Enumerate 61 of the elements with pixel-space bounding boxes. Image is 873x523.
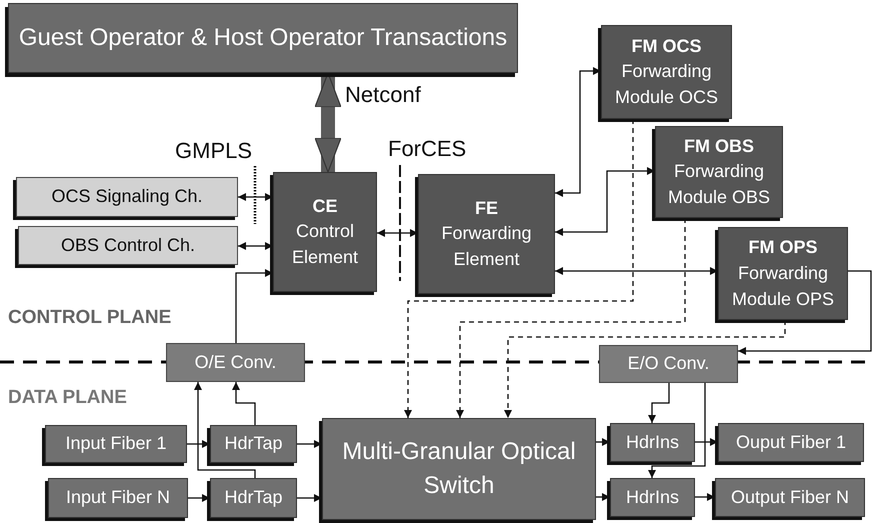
arrow xyxy=(232,382,256,425)
node-text: Input Fiber 1 xyxy=(65,432,167,456)
node-text: Multi-Granular Optical Switch xyxy=(341,437,577,501)
module-box xyxy=(718,227,848,320)
node-text: E/O Conv. xyxy=(628,352,710,376)
node-text: Guest Operator & Host Operator Transactions xyxy=(18,23,508,54)
channel-box xyxy=(18,226,238,265)
header-insert-box xyxy=(610,423,695,462)
node-text: HdrIns xyxy=(626,430,679,454)
fiber-box xyxy=(715,478,865,517)
element-box xyxy=(273,172,377,292)
arrow xyxy=(238,193,273,201)
node-heading: FE xyxy=(474,196,498,220)
switch-box xyxy=(322,418,596,520)
arrow xyxy=(555,167,655,236)
header-insert-box xyxy=(610,478,695,517)
node-text: Ouput Fiber 1 xyxy=(736,430,846,454)
node-text: HdrTap xyxy=(224,432,283,456)
node-text: HdrTap xyxy=(224,486,283,510)
fiber-box xyxy=(45,425,187,463)
interface-label: GMPLS xyxy=(175,140,252,162)
arrow xyxy=(235,269,273,343)
arrow xyxy=(456,218,686,418)
arrow xyxy=(555,267,718,275)
node-heading: FM OBS xyxy=(684,134,754,158)
arrow xyxy=(648,383,706,478)
node-text: HdrIns xyxy=(626,486,679,509)
node-text: Forwarding Module OCS xyxy=(614,60,720,110)
header-tap-box xyxy=(210,425,297,463)
node-text: Output Fiber N xyxy=(730,486,850,509)
node-text: Forwarding Module OPS xyxy=(730,262,836,311)
node-heading: CE xyxy=(312,194,338,218)
module-box xyxy=(601,25,732,119)
node-text: O/E Conv. xyxy=(194,350,276,374)
node-heading: FM OPS xyxy=(748,236,818,260)
fiber-box xyxy=(718,423,864,462)
interface-label: ForCES xyxy=(388,138,466,160)
module-box xyxy=(655,126,783,218)
node-text: OBS Control Ch. xyxy=(60,234,196,257)
node-text: Control Element xyxy=(290,220,360,270)
plane-label: CONTROL PLANE xyxy=(8,308,172,327)
arrow xyxy=(377,229,418,237)
converter-box xyxy=(166,343,305,382)
channel-box xyxy=(16,177,238,217)
arrow xyxy=(738,270,872,355)
header-tap-box xyxy=(210,478,297,518)
arrow xyxy=(555,67,601,197)
arrow xyxy=(404,119,634,418)
element-box xyxy=(418,174,555,294)
arrow xyxy=(504,320,786,418)
plane-label: DATA PLANE xyxy=(8,388,127,407)
node-text: Forwarding Element xyxy=(440,222,533,272)
node-heading: FM OCS xyxy=(632,34,702,58)
converter-box xyxy=(599,345,738,383)
node-text: Input Fiber N xyxy=(66,486,170,510)
arrow xyxy=(238,242,273,250)
node-text: Forwarding Module OBS xyxy=(666,160,772,210)
arrow xyxy=(648,383,670,423)
arrow xyxy=(194,382,256,478)
node-text: OCS Signaling Ch. xyxy=(51,185,203,208)
fiber-box xyxy=(48,478,188,518)
